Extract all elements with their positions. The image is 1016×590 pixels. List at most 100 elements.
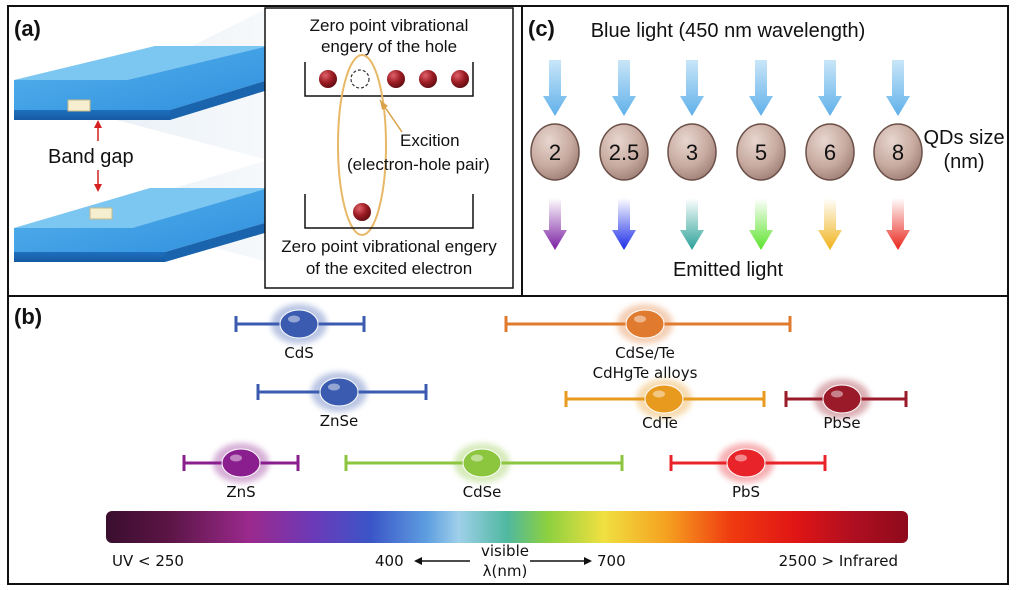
emitted-light-arrow bbox=[749, 198, 773, 250]
material-label: CdS bbox=[284, 344, 314, 362]
qd-column: 3 bbox=[667, 60, 717, 250]
qd-row: 2 2.5 3 5 6 8 bbox=[530, 60, 923, 250]
material-range: CdS bbox=[234, 304, 366, 362]
material-dot-highlight bbox=[288, 315, 300, 323]
incident-light-arrow bbox=[749, 60, 773, 116]
excited-electron-ball bbox=[353, 203, 371, 221]
incident-light-arrow bbox=[680, 60, 704, 116]
quantum-dot bbox=[736, 123, 786, 181]
emitted-light-arrow bbox=[543, 198, 567, 250]
quantum-dot-size: 3 bbox=[686, 140, 698, 165]
electron-ball bbox=[419, 70, 437, 88]
spectrum-bar bbox=[106, 511, 908, 543]
material-dot bbox=[462, 448, 502, 478]
material-label-line2: CdHgTe alloys bbox=[593, 364, 698, 382]
material-dot bbox=[726, 448, 766, 478]
qd-size-label-line1: QDs size bbox=[923, 127, 1004, 149]
emitted-light-arrow bbox=[680, 198, 704, 250]
emitted-light-arrow bbox=[886, 198, 910, 250]
material-dot bbox=[822, 384, 862, 414]
incident-light-arrow bbox=[543, 60, 567, 116]
quantum-dot-size: 5 bbox=[755, 140, 767, 165]
material-dot-highlight bbox=[831, 390, 843, 398]
material-dot-highlight bbox=[471, 454, 483, 462]
hole-circle bbox=[350, 69, 370, 89]
material-label: CdSe/Te bbox=[615, 344, 675, 362]
material-range: PbSe bbox=[784, 379, 908, 432]
emitted-light-arrow bbox=[612, 198, 636, 250]
quantum-dot-size: 2 bbox=[549, 140, 561, 165]
hole-level-bracket bbox=[304, 62, 474, 97]
band-gap-arrows bbox=[94, 120, 102, 192]
electron-ball bbox=[319, 70, 337, 88]
material-label: ZnSe bbox=[320, 412, 359, 430]
scale-400-label: 400 bbox=[375, 552, 404, 570]
incident-light-arrow bbox=[612, 60, 636, 116]
material-label: ZnS bbox=[226, 483, 255, 501]
material-range: CdSe bbox=[344, 443, 624, 501]
qd-column: 2.5 bbox=[599, 60, 649, 250]
panel-b-label: (b) bbox=[14, 304, 42, 329]
material-dot bbox=[279, 309, 319, 339]
visible-range-arrow bbox=[414, 557, 592, 565]
material-dot bbox=[221, 448, 261, 478]
qd-column: 8 bbox=[873, 60, 923, 250]
exciton-ellipse bbox=[337, 54, 387, 236]
quantum-dot bbox=[599, 123, 649, 181]
material-range: PbS bbox=[669, 443, 827, 501]
electron-ball bbox=[451, 70, 469, 88]
quantum-dot-size: 2.5 bbox=[609, 140, 640, 165]
exciton-label-line2: (electron-hole pair) bbox=[347, 155, 490, 174]
qd-column: 2 bbox=[530, 60, 580, 250]
quantum-dot bbox=[805, 123, 855, 181]
hole-title-line1: Zero point vibrational bbox=[310, 16, 469, 35]
qd-column: 6 bbox=[805, 60, 855, 250]
quantum-dot-size: 6 bbox=[824, 140, 836, 165]
material-dot-highlight bbox=[634, 315, 646, 323]
emitted-light-label: Emitted light bbox=[673, 259, 783, 281]
material-label: PbS bbox=[732, 483, 760, 501]
incident-light-arrow bbox=[818, 60, 842, 116]
material-range: ZnS bbox=[182, 443, 300, 501]
band-gap-label: Band gap bbox=[48, 146, 134, 168]
scale-700-label: 700 bbox=[597, 552, 626, 570]
incident-light-arrow bbox=[886, 60, 910, 116]
exciton-label-line1: Excition bbox=[400, 131, 460, 150]
conduction-band-slab bbox=[14, 46, 268, 120]
panel-a-label: (a) bbox=[14, 16, 41, 41]
visible-label: visible bbox=[481, 542, 529, 560]
quantum-dot-size: 8 bbox=[892, 140, 904, 165]
uv-label: UV < 250 bbox=[112, 552, 184, 570]
qd-size-label-line2: (nm) bbox=[943, 151, 984, 173]
exciton-pointer-head bbox=[380, 100, 388, 110]
emitted-light-arrow bbox=[818, 198, 842, 250]
panel-a: (a) Band gap Zero bbox=[14, 7, 514, 289]
material-dot bbox=[319, 377, 359, 407]
panel-c: (c) Blue light (450 nm wavelength) 2 2.5 3… bbox=[528, 16, 1005, 281]
material-range: CdTe bbox=[564, 379, 766, 432]
ir-label: 2500 > Infrared bbox=[779, 552, 898, 570]
electron-title-line1: Zero point vibrational engery bbox=[281, 237, 497, 256]
hole-title-line2: engery of the hole bbox=[321, 37, 457, 56]
material-label: CdSe bbox=[463, 483, 502, 501]
electron-level-bracket bbox=[304, 194, 474, 229]
electron-ball bbox=[387, 70, 405, 88]
panel-c-title: Blue light (450 nm wavelength) bbox=[591, 20, 866, 42]
quantum-dot bbox=[530, 123, 580, 181]
qd-column: 5 bbox=[736, 60, 786, 250]
material-dot-highlight bbox=[653, 390, 665, 398]
material-dot-highlight bbox=[230, 454, 242, 462]
lambda-label: λ(nm) bbox=[483, 562, 528, 580]
material-dot-highlight bbox=[328, 383, 340, 391]
valence-band-slab bbox=[14, 188, 268, 262]
material-label: PbSe bbox=[823, 414, 860, 432]
material-dot bbox=[625, 309, 665, 339]
panel-c-label: (c) bbox=[528, 16, 555, 41]
zoom-box bbox=[264, 7, 514, 289]
material-range: ZnSe bbox=[256, 372, 428, 430]
electron-title-line2: of the excited electron bbox=[306, 259, 472, 278]
